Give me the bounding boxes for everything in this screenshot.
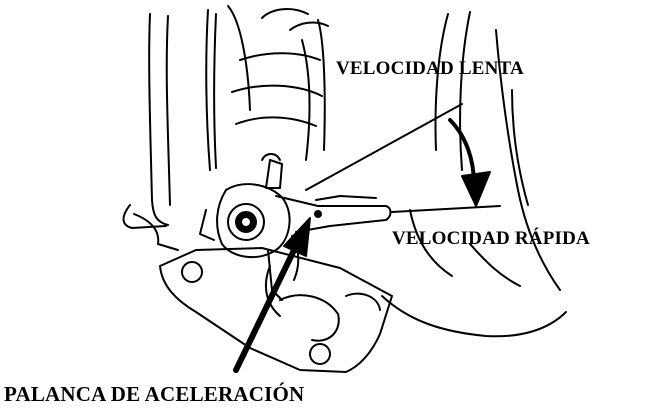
lever-mechanism [200,154,391,300]
cylinder-fins [228,6,328,160]
label-slow-speed: VELOCIDAD LENTA [336,58,524,80]
leader-fast-speed [392,206,500,212]
label-fast-speed: VELOCIDAD RÁPIDA [392,228,590,250]
mounting-plate [160,248,392,372]
label-throttle-lever: PALANCA DE ACELERACIÓN [4,382,304,407]
engine-casing-lines [124,10,217,250]
leader-slow-speed [306,104,462,190]
direction-arrow [450,120,490,206]
